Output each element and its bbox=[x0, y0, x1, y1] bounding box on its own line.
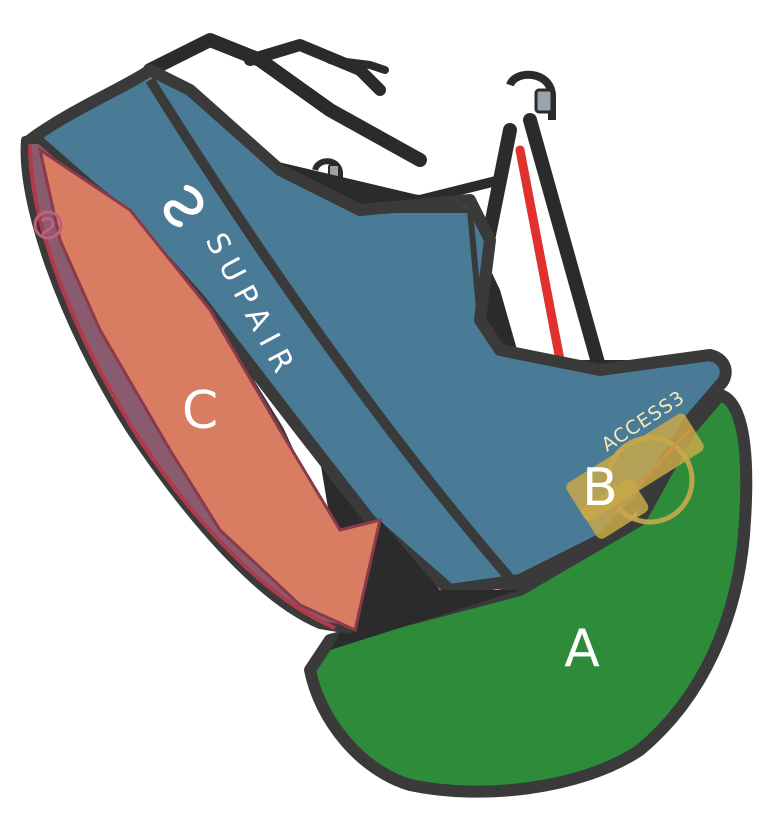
brand-logo-icon bbox=[163, 184, 204, 228]
red-strap-1 bbox=[515, 145, 565, 365]
lower-dark-band bbox=[330, 520, 520, 650]
zone-b bbox=[566, 413, 704, 539]
zone-c-edge bbox=[28, 144, 336, 630]
carabiner-gate-right bbox=[534, 88, 554, 114]
strap-tail bbox=[326, 56, 389, 74]
zone-c-front bbox=[37, 146, 383, 633]
zone-b-badge-lower bbox=[581, 479, 649, 539]
zone-a bbox=[304, 389, 753, 798]
carabiners bbox=[312, 70, 556, 190]
seat-back-edge bbox=[278, 167, 483, 321]
label-a: A bbox=[564, 619, 600, 679]
label-c: C bbox=[182, 381, 218, 441]
leg-strap-2 bbox=[523, 113, 607, 377]
body-fold-line bbox=[145, 77, 524, 594]
label-b: B bbox=[582, 458, 618, 518]
zone-b-badge bbox=[566, 413, 704, 521]
supair-side-logo-icon bbox=[33, 210, 63, 240]
